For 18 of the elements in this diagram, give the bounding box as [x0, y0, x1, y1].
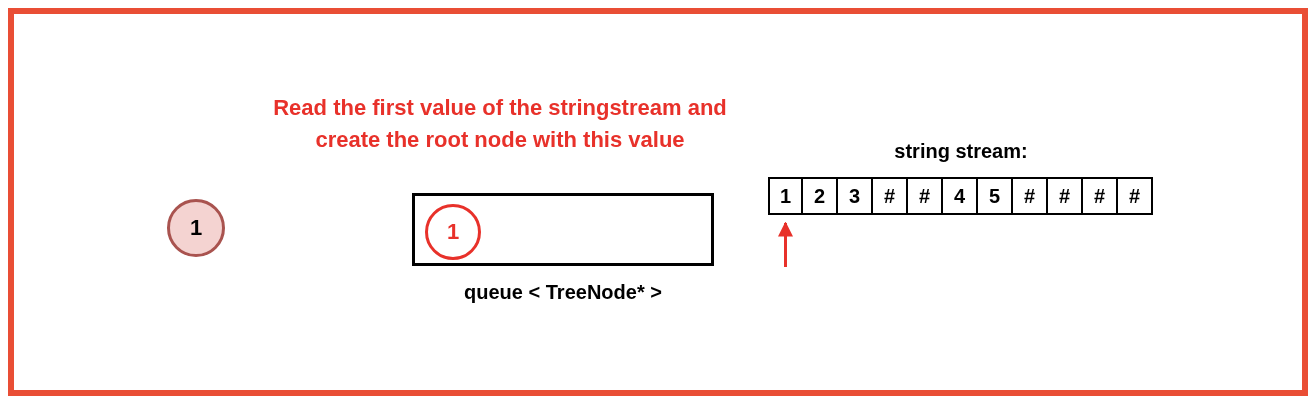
array-cell: 3	[838, 177, 873, 215]
array-cell: 4	[943, 177, 978, 215]
array-cell: #	[1048, 177, 1083, 215]
array-cell: 5	[978, 177, 1013, 215]
queue-box	[412, 193, 714, 266]
array-cell: #	[1013, 177, 1048, 215]
array-heading: string stream:	[893, 140, 1029, 163]
array-cell: #	[1083, 177, 1118, 215]
array-cell: 1	[768, 177, 803, 215]
array-cell: #	[908, 177, 943, 215]
queue-item-circle: 1	[425, 204, 481, 260]
array-cell: #	[873, 177, 908, 215]
step-description: Read the first value of the stringstream and create the root node with this value	[272, 94, 728, 154]
pointer-arrow	[778, 221, 793, 267]
tree-node-circle: 1	[167, 199, 225, 257]
array-cell: 2	[803, 177, 838, 215]
array-cell: #	[1118, 177, 1153, 215]
queue-caption: queue < TreeNode* >	[463, 281, 663, 304]
